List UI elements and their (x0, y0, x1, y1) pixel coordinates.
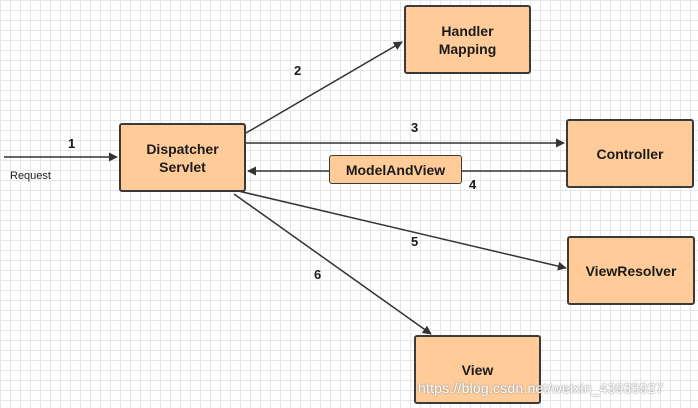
view-node: View (414, 335, 541, 404)
handler-mapping-node: Handler Mapping (404, 5, 531, 74)
arrow-dispatcher-to-handler-mapping (245, 41, 403, 134)
watermark-text: https://blog.csdn.net/weixin_43935927 (418, 380, 664, 396)
step-label-1: 1 (68, 136, 76, 151)
step-label-3: 3 (411, 120, 419, 135)
arrow-dispatcher-to-view (233, 193, 432, 335)
dispatcher-servlet-node: Dispatcher Servlet (119, 123, 246, 192)
request-label: Request (10, 170, 51, 182)
step-label-5: 5 (411, 234, 419, 249)
step-label-6: 6 (314, 267, 322, 282)
arrow-dispatcher-to-view-resolver (233, 189, 567, 271)
step-label-4: 4 (469, 177, 477, 192)
view-resolver-node: ViewResolver (567, 236, 695, 305)
model-and-view-node: ModelAndView (329, 155, 462, 184)
controller-node: Controller (566, 119, 694, 188)
step-label-2: 2 (294, 63, 302, 78)
